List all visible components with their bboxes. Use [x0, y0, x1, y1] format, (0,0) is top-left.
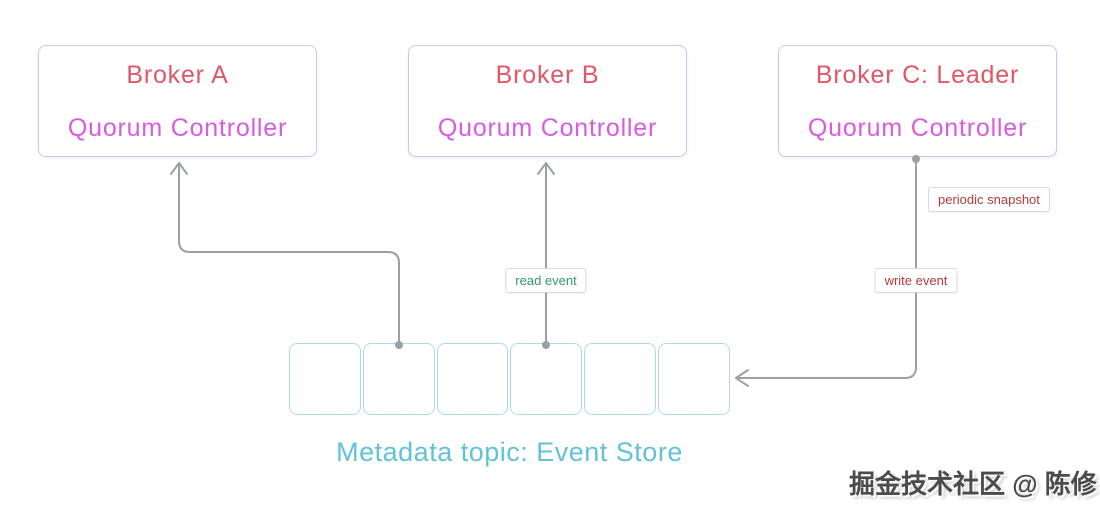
edge-store-to-broker-b — [537, 162, 555, 349]
arrowhead-left-store-icon — [735, 369, 749, 387]
event-cell — [362, 343, 435, 415]
broker-c-subtitle: Quorum Controller — [807, 114, 1028, 142]
watermark-text: 掘金技术社区 @ 陈修 — [849, 469, 1097, 499]
write-event-label: write event — [874, 268, 958, 293]
broker-a-subtitle: Quorum Controller — [67, 114, 288, 142]
edge-origin-dot — [542, 341, 550, 349]
broker-a-title: Broker A — [126, 61, 229, 89]
edge-store-to-broker-a — [170, 162, 403, 349]
broker-b-subtitle: Quorum Controller — [437, 114, 658, 142]
edge-origin-dot — [395, 341, 403, 349]
event-store-caption: Metadata topic: Event Store — [336, 437, 683, 467]
broker-b-title: Broker B — [495, 61, 600, 89]
read-event-label: read event — [505, 268, 587, 293]
broker-b-box: Broker B Quorum Controller — [408, 45, 687, 157]
event-store-row — [289, 343, 730, 415]
event-cell — [289, 343, 361, 415]
periodic-snapshot-label: periodic snapshot — [928, 187, 1050, 212]
arrowhead-up-broker-b-icon — [537, 162, 555, 175]
event-cell — [510, 343, 583, 415]
edge-broker-c-to-store — [735, 155, 920, 387]
broker-c-title: Broker C: Leader — [815, 61, 1020, 89]
event-cell — [436, 343, 509, 415]
broker-a-box: Broker A Quorum Controller — [38, 45, 317, 157]
edge-origin-dot — [912, 155, 920, 163]
event-cell — [584, 343, 657, 415]
event-cell — [658, 343, 730, 415]
arrowhead-up-broker-a-icon — [170, 162, 188, 175]
